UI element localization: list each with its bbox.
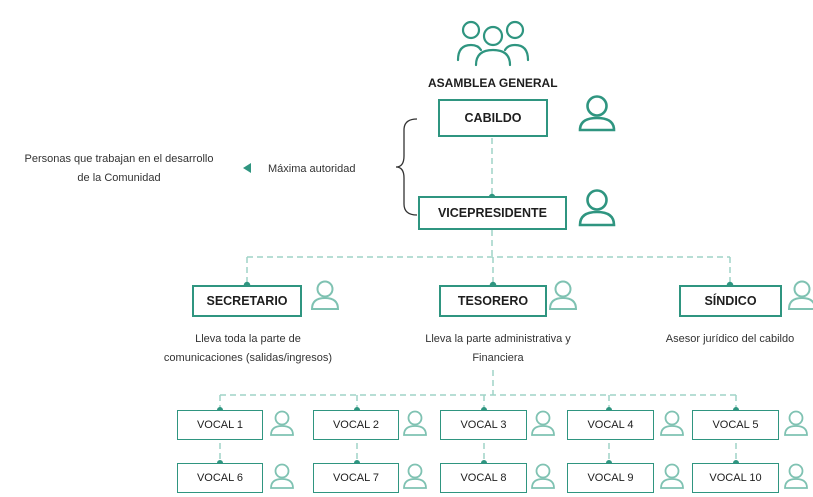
- person-icon-vocal-10: [784, 463, 808, 489]
- vocal-label: VOCAL 1: [196, 419, 244, 431]
- box-vocal-7[interactable]: VOCAL 7: [313, 463, 399, 493]
- vocal-label: VOCAL 2: [332, 419, 380, 431]
- person-icon-vocal-3: [531, 410, 555, 436]
- desc-tesorero-line-1: Lleva la parte administrativa y: [425, 333, 571, 345]
- box-vocal-3[interactable]: VOCAL 3: [440, 410, 527, 440]
- box-vocal-5[interactable]: VOCAL 5: [692, 410, 779, 440]
- diagram-title: ASAMBLEA GENERAL: [428, 76, 558, 90]
- person-icon-tesorero: [548, 280, 578, 310]
- box-secretario-label: SECRETARIO: [206, 294, 288, 308]
- person-icon-vocal-4: [660, 410, 684, 436]
- desc-secretario-line-1: Lleva toda la parte de: [195, 333, 301, 345]
- person-icon-vocal-7: [403, 463, 427, 489]
- person-icon-vocal-6: [270, 463, 294, 489]
- person-icon-vocal-8: [531, 463, 555, 489]
- box-vocal-6[interactable]: VOCAL 6: [177, 463, 263, 493]
- box-vocal-2[interactable]: VOCAL 2: [313, 410, 399, 440]
- desc-sindico-line-1: Asesor jurídico del cabildo: [665, 333, 795, 345]
- box-cabildo-label: CABILDO: [464, 111, 522, 125]
- box-tesorero-label: TESORERO: [457, 294, 529, 308]
- side-note-line-1: Personas que trabajan en el desarrollo: [24, 153, 214, 165]
- person-icon-secretario: [310, 280, 340, 310]
- box-vocal-9[interactable]: VOCAL 9: [567, 463, 654, 493]
- box-sindico-label: SÍNDICO: [704, 294, 757, 308]
- box-vocal-1[interactable]: VOCAL 1: [177, 410, 263, 440]
- desc-secretario-line-2: comunicaciones (salidas/ingresos): [163, 352, 333, 364]
- side-note-line-2: de la Comunidad: [77, 172, 161, 184]
- vocal-label: VOCAL 4: [587, 419, 634, 431]
- box-secretario[interactable]: SECRETARIO: [192, 285, 302, 317]
- vocal-label: VOCAL 10: [709, 472, 762, 484]
- box-cabildo[interactable]: CABILDO: [438, 99, 548, 137]
- box-sindico[interactable]: SÍNDICO: [679, 285, 782, 317]
- authority-label: Máxima autoridad: [268, 163, 356, 175]
- vocal-label: VOCAL 7: [332, 472, 380, 484]
- box-vocal-4[interactable]: VOCAL 4: [567, 410, 654, 440]
- box-vocal-10[interactable]: VOCAL 10: [692, 463, 779, 493]
- side-note: Personas que trabajan en el desarrollo d…: [6, 150, 232, 188]
- person-icon-cabildo: [578, 95, 616, 132]
- desc-sindico: Asesor jurídico del cabildo: [650, 330, 810, 349]
- vocal-label: VOCAL 8: [460, 472, 507, 484]
- pointer-triangle-icon: [243, 163, 251, 173]
- box-vicepresidente[interactable]: VICEPRESIDENTE: [418, 196, 567, 230]
- box-vicepresidente-label: VICEPRESIDENTE: [437, 206, 548, 220]
- box-tesorero[interactable]: TESORERO: [439, 285, 547, 317]
- person-icon-vocal-9: [660, 463, 684, 489]
- users-group-icon: [456, 20, 530, 67]
- authority-brace: [395, 118, 418, 216]
- person-icon-vocal-5: [784, 410, 808, 436]
- desc-tesorero: Lleva la parte administrativa y Financie…: [400, 330, 596, 368]
- box-vocal-8[interactable]: VOCAL 8: [440, 463, 527, 493]
- person-icon-vocal-2: [403, 410, 427, 436]
- desc-secretario: Lleva toda la parte de comunicaciones (s…: [143, 330, 353, 368]
- vocal-label: VOCAL 5: [712, 419, 759, 431]
- vocal-label: VOCAL 6: [196, 472, 244, 484]
- vocal-label: VOCAL 9: [587, 472, 634, 484]
- person-icon-sindico: [787, 280, 813, 310]
- desc-tesorero-line-2: Financiera: [472, 352, 524, 364]
- vocal-label: VOCAL 3: [460, 419, 507, 431]
- person-icon-vocal-1: [270, 410, 294, 436]
- person-icon-vicepresidente: [578, 189, 616, 227]
